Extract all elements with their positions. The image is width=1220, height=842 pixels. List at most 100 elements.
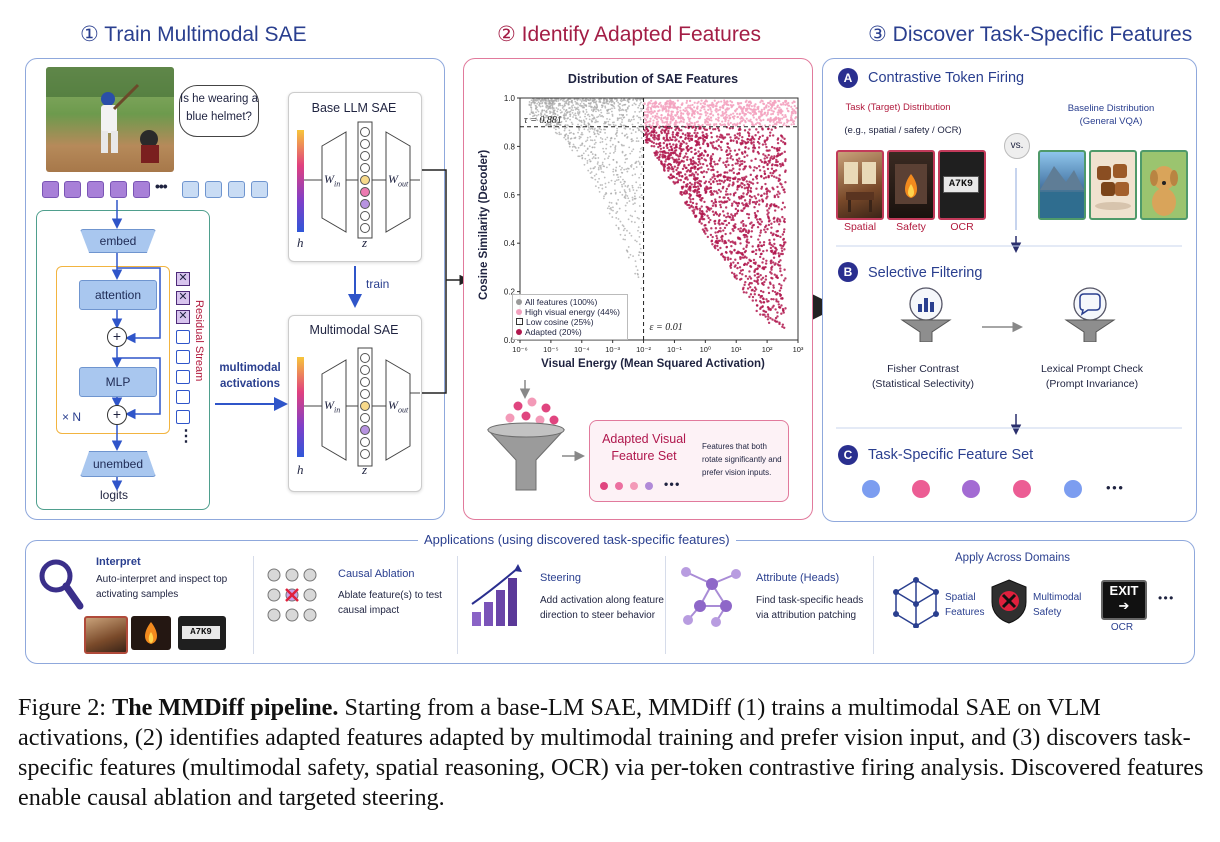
scatter-point bbox=[599, 166, 602, 169]
scatter-point bbox=[768, 207, 771, 210]
scatter-point bbox=[681, 187, 684, 190]
scatter-point bbox=[646, 114, 649, 118]
scatter-point bbox=[717, 222, 720, 225]
scatter-point bbox=[599, 141, 602, 144]
scatter-point bbox=[764, 143, 767, 146]
scatter-point bbox=[691, 172, 694, 175]
scatter-point bbox=[579, 116, 582, 119]
scatter-point bbox=[777, 252, 780, 255]
scatter-point bbox=[760, 301, 763, 304]
scatter-point bbox=[673, 146, 676, 150]
scatter-point bbox=[654, 100, 657, 103]
scatter-point bbox=[665, 143, 669, 147]
scatter-point bbox=[676, 131, 679, 135]
scatter-point bbox=[689, 167, 693, 170]
scatter-point bbox=[744, 249, 747, 253]
scatter-point bbox=[636, 269, 639, 272]
scatter-point bbox=[713, 220, 716, 223]
scatter-point bbox=[586, 162, 589, 164]
ocr-image: A7K9 bbox=[938, 150, 986, 220]
scatter-point bbox=[778, 282, 781, 286]
scatter-point bbox=[745, 203, 749, 207]
scatter-point bbox=[773, 194, 776, 198]
scatter-point bbox=[769, 249, 773, 253]
scatter-point bbox=[541, 110, 543, 113]
scatter-point bbox=[617, 141, 620, 144]
scatter-point bbox=[672, 170, 675, 173]
scatter-point bbox=[670, 176, 674, 180]
scatter-point bbox=[532, 115, 534, 118]
scatter-point bbox=[751, 288, 754, 292]
scatter-point bbox=[685, 142, 688, 145]
scatter-point bbox=[688, 170, 692, 173]
scatter-point bbox=[652, 145, 656, 148]
scatter-point bbox=[748, 275, 751, 278]
train-label: train bbox=[366, 277, 390, 291]
scatter-point bbox=[539, 112, 542, 115]
scatter-point bbox=[776, 111, 779, 114]
scatter-point bbox=[780, 208, 784, 211]
scatter-point bbox=[781, 163, 785, 167]
scatter-point bbox=[596, 120, 599, 123]
scatter-point bbox=[759, 194, 763, 198]
scatter-point bbox=[751, 224, 754, 227]
scatter-point bbox=[723, 201, 726, 204]
scatter-point bbox=[630, 132, 633, 135]
scatter-point bbox=[650, 110, 653, 113]
scatter-point bbox=[712, 128, 715, 131]
scatter-point bbox=[638, 243, 641, 246]
scatter-point bbox=[778, 174, 781, 177]
scatter-point bbox=[688, 132, 691, 135]
scatter-point bbox=[737, 202, 741, 205]
scatter-point bbox=[534, 107, 537, 110]
scatter-point bbox=[584, 157, 587, 160]
scatter-point bbox=[737, 148, 741, 151]
scatter-point bbox=[536, 119, 539, 122]
scatter-point bbox=[618, 207, 621, 210]
scatter-point bbox=[645, 131, 648, 134]
section-2-title: ② Identify Adapted Features bbox=[497, 23, 761, 46]
scatter-point bbox=[777, 152, 780, 155]
scatter-point bbox=[741, 159, 744, 163]
scatter-point bbox=[722, 229, 725, 232]
scatter-point bbox=[636, 216, 639, 219]
scatter-point bbox=[712, 180, 715, 183]
scatter-point bbox=[607, 181, 610, 184]
scatter-point bbox=[739, 251, 742, 255]
eps-label: ε = 0.01 bbox=[650, 322, 683, 333]
scatter-point bbox=[635, 99, 638, 102]
scatter-point bbox=[769, 171, 772, 175]
scatter-point bbox=[587, 125, 590, 127]
scatter-point bbox=[741, 141, 744, 145]
scatter-point bbox=[624, 161, 626, 164]
scatter-point bbox=[652, 119, 655, 122]
scatter-point bbox=[767, 216, 770, 219]
scatter-point bbox=[717, 109, 720, 112]
scatter-point bbox=[682, 192, 686, 195]
scatter-point bbox=[617, 178, 620, 181]
scatter-point bbox=[743, 160, 746, 164]
scatter-point bbox=[707, 108, 710, 111]
scatter-point bbox=[676, 112, 679, 116]
scatter-point bbox=[580, 133, 583, 136]
scatter-point bbox=[729, 139, 733, 143]
scatter-point bbox=[717, 188, 721, 192]
scatter-point bbox=[580, 100, 583, 103]
scatter-point bbox=[586, 98, 589, 101]
scatter-point bbox=[756, 210, 759, 213]
scatter-point bbox=[720, 236, 723, 239]
scatter-point bbox=[713, 177, 717, 181]
scatter-point bbox=[640, 166, 643, 168]
scatter-point bbox=[743, 155, 746, 159]
scatter-point bbox=[589, 139, 592, 142]
scatter-point bbox=[549, 102, 551, 105]
layer-block bbox=[56, 266, 170, 434]
scatter-point bbox=[564, 114, 567, 117]
scatter-point bbox=[604, 106, 607, 109]
scatter-point bbox=[738, 266, 742, 269]
scatter-point bbox=[694, 129, 697, 132]
scatter-point bbox=[769, 316, 772, 320]
scatter-point bbox=[569, 141, 571, 144]
scatter-point bbox=[745, 230, 748, 234]
scatter-point bbox=[726, 256, 730, 259]
